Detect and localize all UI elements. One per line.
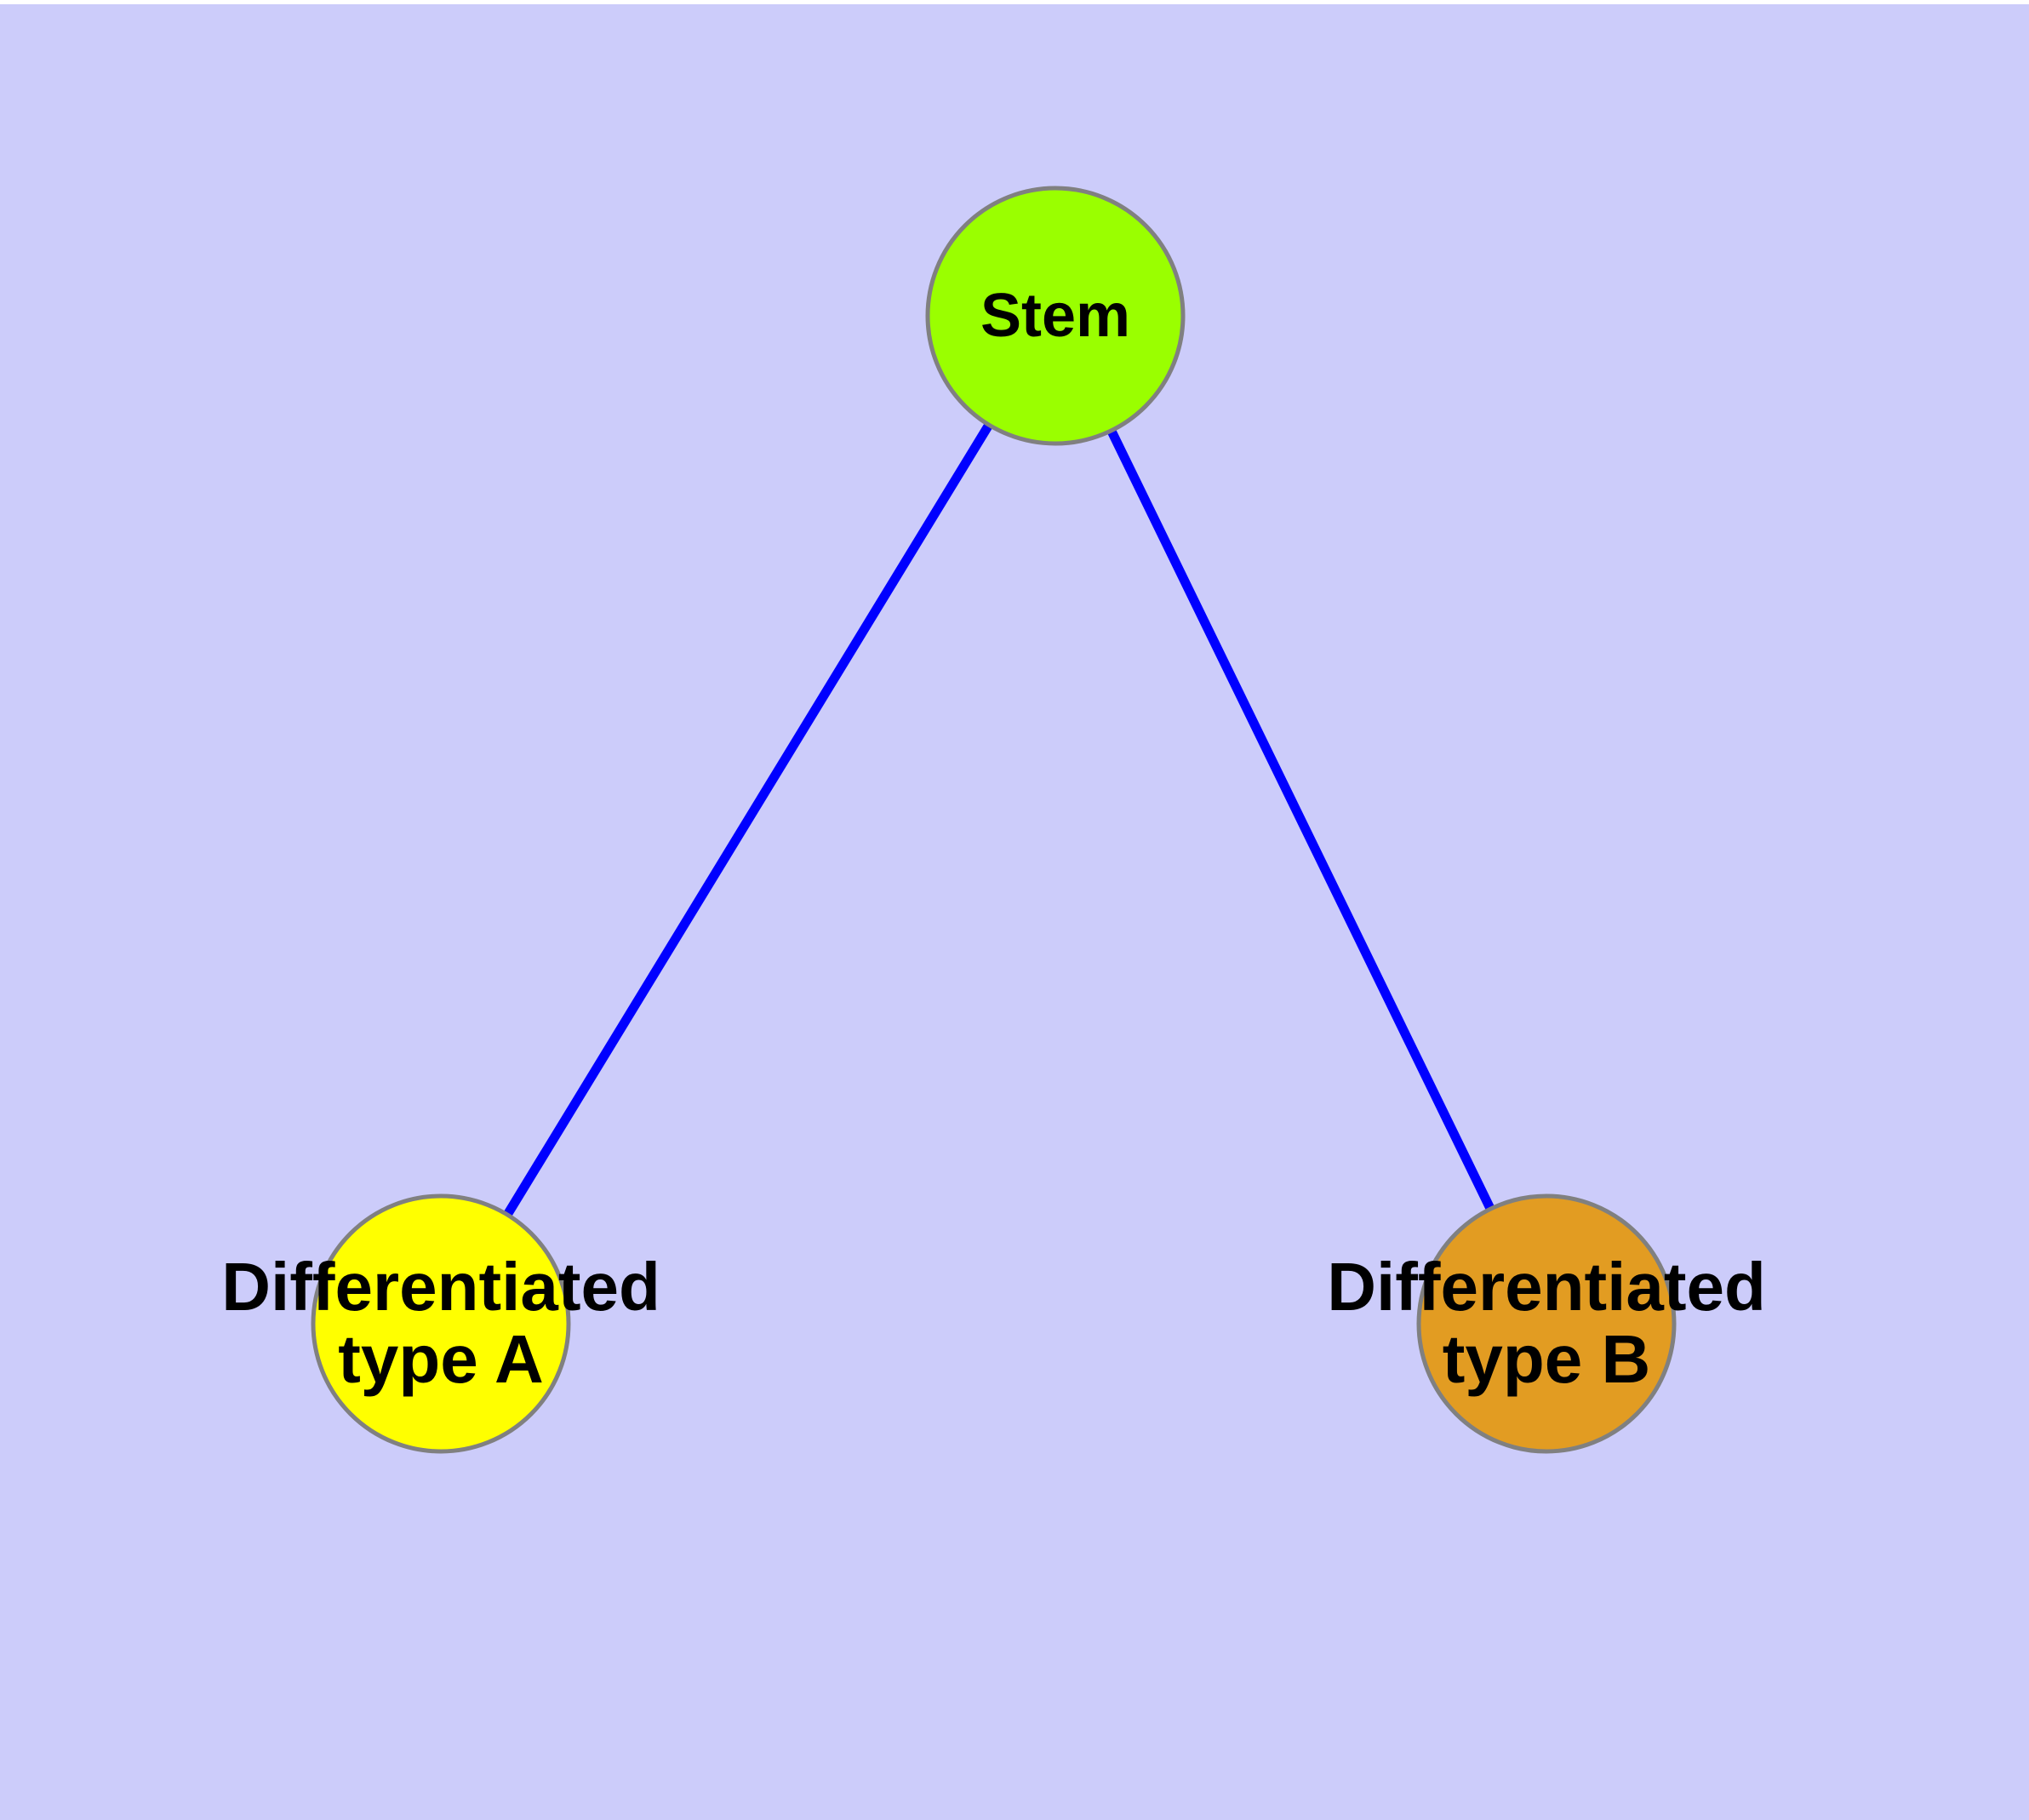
graph-edge-stem-to-diff-a[interactable] xyxy=(503,422,993,1217)
graph-node-stem[interactable] xyxy=(925,186,1186,446)
node-layer xyxy=(311,186,1677,1454)
graph-node-diff_a[interactable] xyxy=(311,1193,571,1454)
edge-layer xyxy=(503,422,1495,1217)
graph-node-diff_b[interactable] xyxy=(1416,1193,1677,1454)
graph-edge-stem-to-diff-b[interactable] xyxy=(1106,428,1495,1211)
